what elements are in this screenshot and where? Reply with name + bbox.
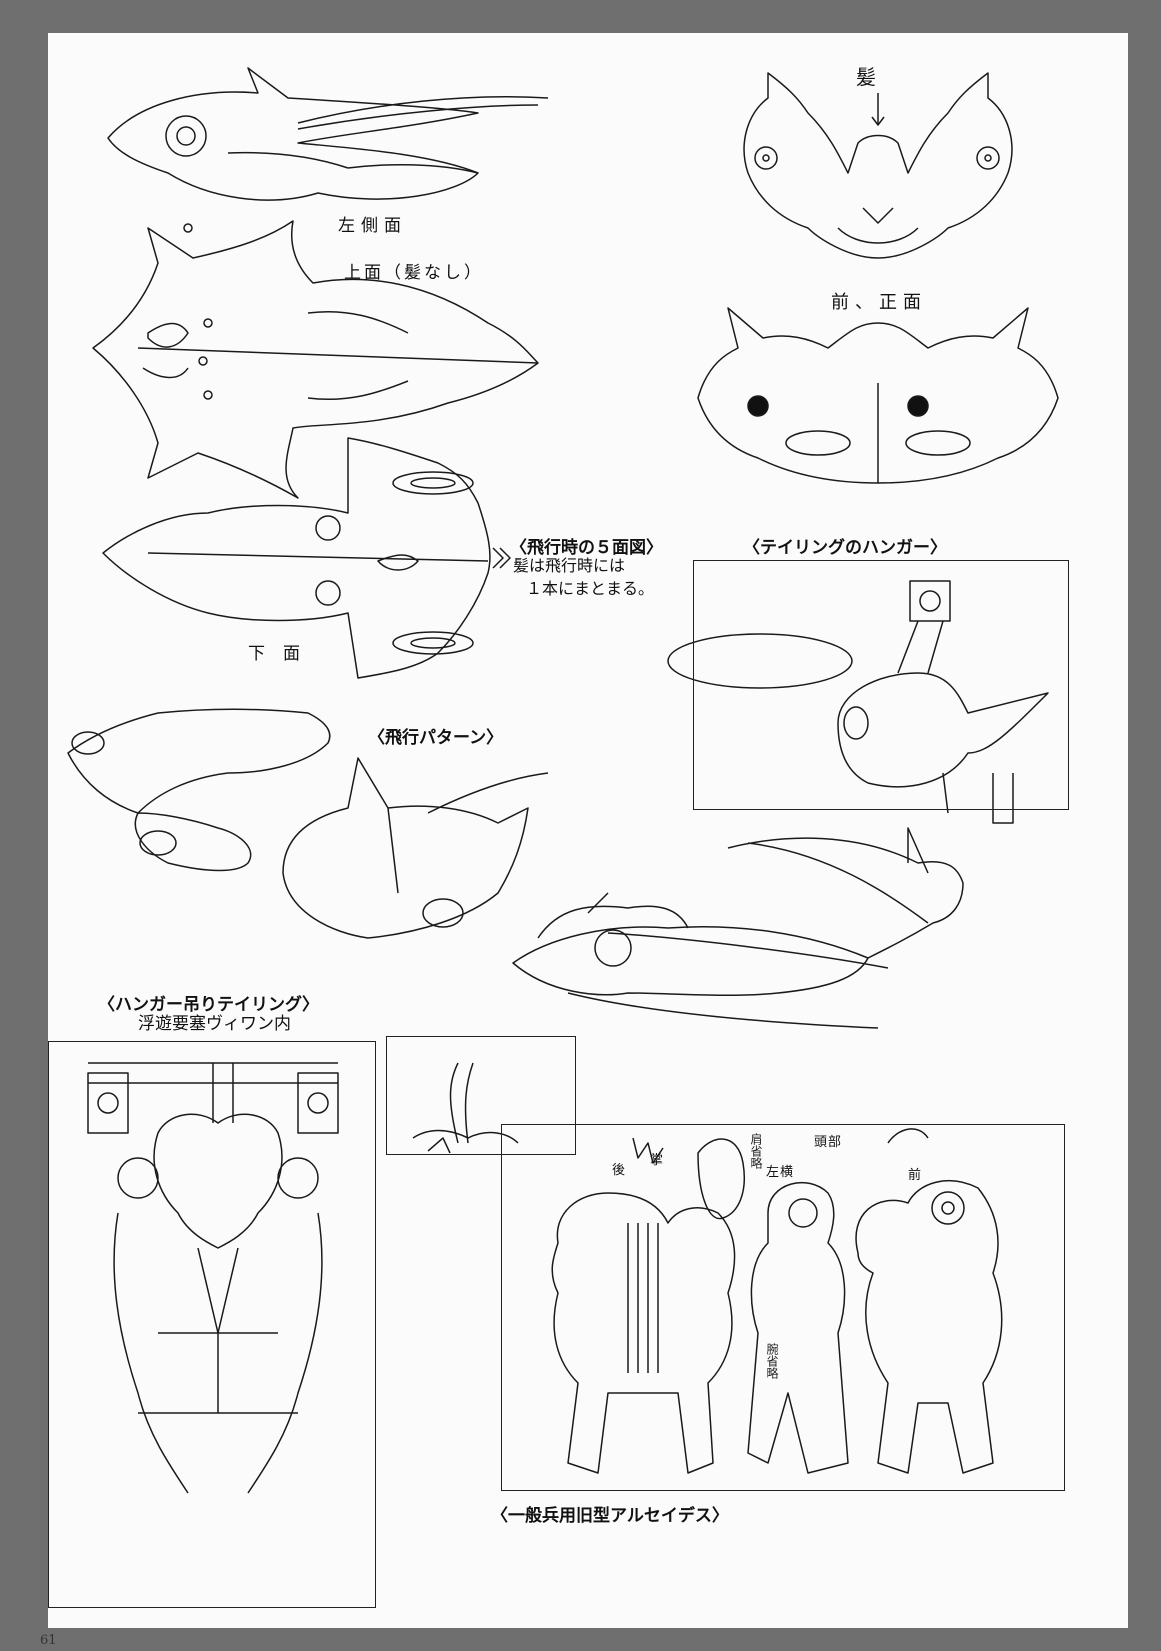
caption-flight-pattern: 〈飛行パターン〉 bbox=[368, 728, 504, 748]
hanging-tailing-sketch bbox=[87, 1062, 339, 1494]
soldier-label-palm: 掌 bbox=[650, 1153, 665, 1168]
flying-tailing-drawing bbox=[512, 827, 964, 1029]
alseides-box bbox=[501, 1124, 1065, 1491]
hangar-sketch bbox=[667, 580, 1049, 824]
hangar-box bbox=[693, 560, 1069, 810]
soldier-label-back: 後 bbox=[612, 1163, 627, 1178]
sketch-page: 左側面 上面（髪なし） 下面 髪 前、正面 〈飛行時の５面図〉 髪は飛行時には … bbox=[40, 33, 1128, 1648]
caption-five-views: 〈飛行時の５面図〉 bbox=[510, 538, 663, 558]
label-front-view: 前、正面 bbox=[831, 292, 927, 313]
soldier-label-front: 前 bbox=[908, 1168, 923, 1183]
hanging-tailing-box bbox=[48, 1041, 376, 1608]
caption-five-views-note-2: １本にまとまる。 bbox=[526, 579, 655, 598]
label-left-side: 左側面 bbox=[338, 216, 407, 236]
caption-five-views-note-1: 髪は飛行時には bbox=[513, 556, 626, 575]
soldier-label-left-side: 左横 bbox=[766, 1165, 795, 1180]
rear-view-drawing bbox=[697, 307, 1059, 484]
soldier-label-waist: 腕省略 bbox=[765, 1343, 779, 1379]
bottom-view-drawing bbox=[102, 437, 511, 679]
label-top-view: 上面（髪なし） bbox=[344, 263, 484, 283]
label-hair-pointer: 髪 bbox=[856, 65, 882, 89]
caption-hanging-location: 浮遊要塞ヴィワン内 bbox=[138, 1014, 291, 1034]
top-view-drawing bbox=[92, 220, 539, 499]
alseides-drawings bbox=[551, 1128, 1003, 1474]
caption-hanging-tailing: 〈ハンガー吊りテイリング〉 bbox=[98, 995, 319, 1015]
caption-old-alseides: 〈一般兵用旧型アルセイデス〉 bbox=[491, 1506, 729, 1526]
page-number: 61 bbox=[40, 1633, 57, 1648]
front-view-drawing bbox=[743, 72, 1013, 259]
soldier-label-head: 頭部 bbox=[814, 1135, 843, 1150]
flight-pattern-drawings bbox=[67, 708, 549, 939]
line-art-drawings bbox=[67, 67, 1059, 1494]
label-bottom-view: 下面 bbox=[248, 644, 318, 664]
rocket-sketch bbox=[412, 1062, 519, 1154]
soldier-label-shoulder: 肩省略 bbox=[749, 1133, 763, 1169]
caption-hangar: 〈テイリングのハンガー〉 bbox=[743, 538, 947, 558]
rocket-box bbox=[386, 1036, 576, 1155]
left-side-view-drawing bbox=[107, 67, 549, 201]
